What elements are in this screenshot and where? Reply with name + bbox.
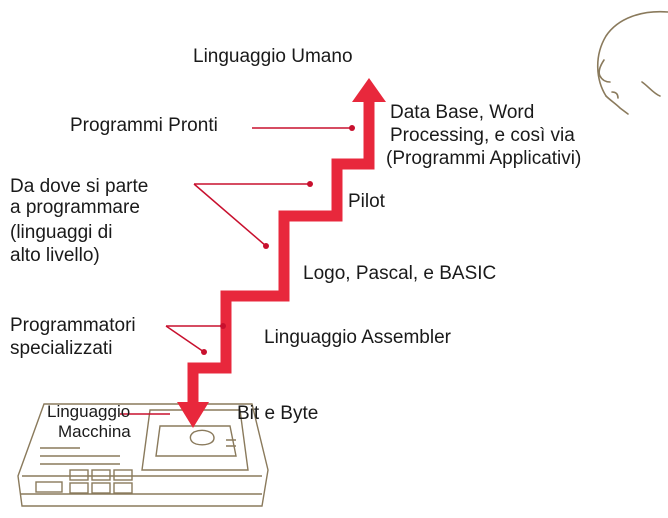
leader-lines: [120, 127, 352, 415]
human-head-icon: [596, 10, 668, 115]
leader-specialists-lower: [165, 325, 205, 353]
arrow-head-top: [352, 78, 386, 102]
label-logo-pascal-basic: Logo, Pascal, e BASIC: [303, 263, 497, 284]
leader-start-lower: [193, 183, 267, 247]
label-applications-line2: Processing, e così via: [390, 125, 575, 146]
label-specialists-line1: Programmatori: [10, 315, 136, 336]
label-ready-programs: Programmi Pronti: [70, 115, 218, 136]
label-pilot: Pilot: [348, 191, 385, 212]
label-machine-line1: Linguaggio: [47, 402, 131, 421]
label-start-line3: (linguaggi di: [10, 222, 113, 243]
label-start-line1: Da dove si parte: [10, 176, 149, 197]
arrow-head-bottom: [177, 402, 209, 428]
label-start-line4: alto livello): [10, 245, 100, 266]
computer-icon: [17, 403, 269, 507]
label-specialists-line2: specializzati: [10, 338, 113, 359]
label-human-language: Linguaggio Umano: [193, 46, 353, 67]
label-start-line2: a programmare: [10, 197, 140, 218]
label-assembler: Linguaggio Assembler: [264, 327, 451, 348]
label-applications-line3: (Programmi Applicativi): [386, 148, 582, 169]
label-machine-line2: Macchina: [58, 422, 131, 441]
label-applications-line1: Data Base, Word: [390, 102, 535, 123]
staircase-arrow: [187, 98, 375, 412]
label-bits-bytes: Bit e Byte: [237, 403, 319, 424]
leader-dots: [201, 125, 355, 355]
